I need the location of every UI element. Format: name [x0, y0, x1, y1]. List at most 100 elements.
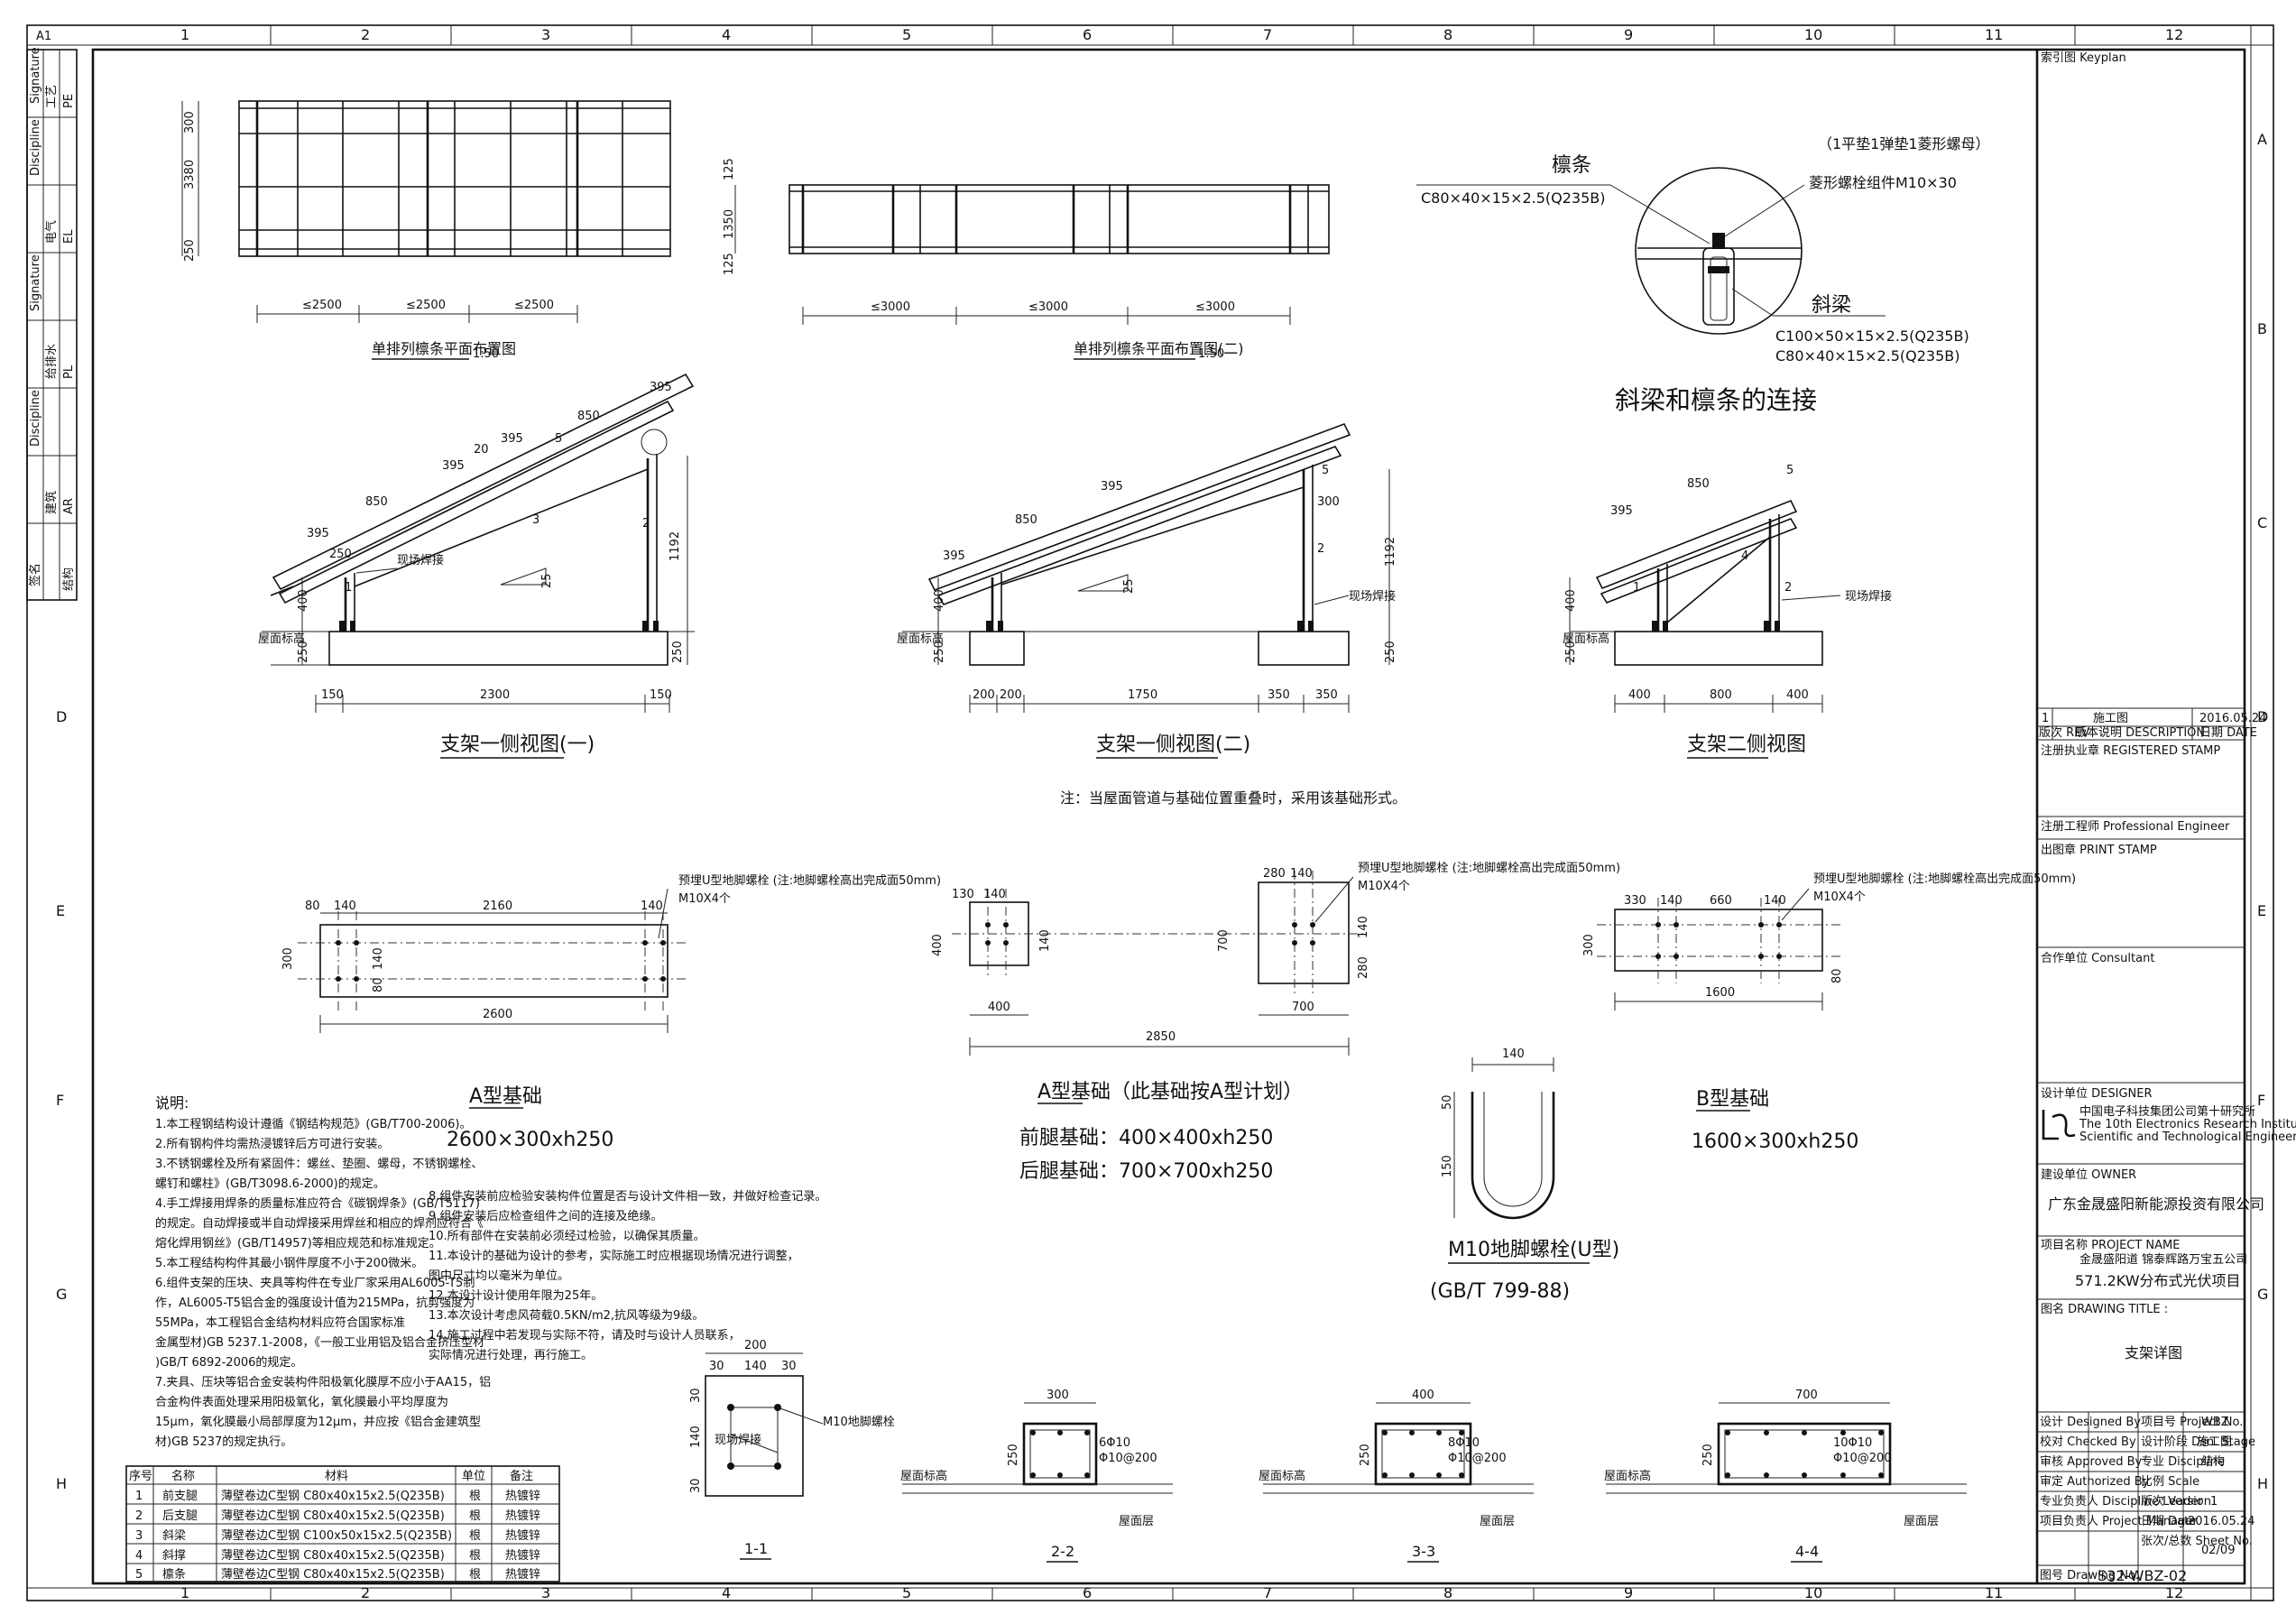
svg-text:25: 25 [540, 573, 554, 588]
svg-text:设计阶段 Dsn. Stage: 设计阶段 Dsn. Stage [2141, 1435, 2255, 1449]
outer-border [26, 24, 2274, 1601]
svg-text:5: 5 [1322, 464, 1329, 477]
svg-text:Φ10@200: Φ10@200 [1448, 1452, 1507, 1465]
svg-text:140: 140 [1764, 894, 1786, 908]
svg-text:395: 395 [501, 432, 523, 446]
svg-text:400: 400 [933, 589, 946, 612]
svg-text:D: D [2257, 708, 2268, 725]
svg-text:850: 850 [365, 495, 388, 509]
svg-text:C: C [2257, 514, 2267, 531]
svg-text:F: F [2257, 1092, 2265, 1109]
svg-text:1: 1 [2042, 712, 2049, 725]
svg-text:3.不锈钢螺栓及所有紧固件：螺丝、垫圈、螺母，不锈钢螺栓、: 3.不锈钢螺栓及所有紧固件：螺丝、垫圈、螺母，不锈钢螺栓、 [155, 1157, 483, 1171]
table-row: 3 斜梁 薄壁卷边C型钢 C100x50x15x2.5(Q235B) 根 热镀锌 [135, 1528, 540, 1543]
svg-text:前支腿: 前支腿 [162, 1489, 198, 1503]
title-row: 项目负责人 Project Manager 日期 Date 2016.05.24 [2040, 1515, 2255, 1528]
svg-text:80: 80 [305, 900, 320, 913]
svg-text:140: 140 [689, 1426, 703, 1448]
svg-text:25: 25 [1122, 578, 1136, 594]
svg-text:250: 250 [933, 641, 946, 663]
project-name: 571.2KW分布式光伏项目 [2075, 1272, 2241, 1289]
svg-text:结构: 结构 [62, 567, 76, 591]
svg-text:8: 8 [1443, 26, 1452, 43]
svg-text:4: 4 [722, 1584, 731, 1601]
svg-text:12.本设计设计使用年限为25年。: 12.本设计设计使用年限为25年。 [429, 1288, 603, 1303]
svg-text:1192: 1192 [1384, 537, 1397, 567]
svg-text:斜撑: 斜撑 [162, 1549, 186, 1563]
plan1-title: 单排列檩条平面布置图 [372, 340, 516, 357]
found-b-title: B型基础 [1696, 1088, 1769, 1111]
svg-text:The 10th Electronics Research: The 10th Electronics Research Institute [2079, 1118, 2296, 1131]
svg-text:单位: 单位 [462, 1470, 485, 1483]
svg-text:140: 140 [1290, 867, 1313, 881]
svg-text:400: 400 [1412, 1389, 1434, 1402]
svg-text:14.施工过程中若发现与实际不符，请及时与设计人员联系，: 14.施工过程中若发现与实际不符，请及时与设计人员联系， [429, 1328, 741, 1343]
svg-text:8: 8 [1443, 1584, 1452, 1601]
svg-text:B: B [2257, 320, 2267, 337]
svg-text:3: 3 [541, 1584, 550, 1601]
svg-text:7: 7 [1263, 1584, 1272, 1601]
plan-view-2: 125 1350 125 ≤3000 ≤3000 ≤3000 单排列檩条平面布置… [723, 158, 1330, 361]
svg-text:2160: 2160 [483, 900, 512, 913]
plan-view-1: 300 3380 250 ≤2500 ≤2500 ≤2500 单排列檩条平面布置… [181, 100, 671, 361]
svg-text:屋面标高: 屋面标高 [1259, 1469, 1305, 1483]
svg-text:330: 330 [1624, 894, 1646, 908]
svg-text:薄壁卷边C型钢 C80x40x15x2.5(Q235B): 薄壁卷边C型钢 C80x40x15x2.5(Q235B) [221, 1567, 445, 1582]
sheet-number: 02/09 [2201, 1544, 2235, 1557]
svg-text:1: 1 [180, 1584, 189, 1601]
foundation-b: 预埋U型地脚螺栓 (注:地脚螺栓高出完成面50mm) M10X4个 330 14… [1582, 872, 2076, 1153]
svg-text:250: 250 [1564, 641, 1578, 663]
svg-text:280: 280 [1357, 956, 1370, 979]
section-3-3: 400 250 8Φ10 Φ10@200 屋面标高 屋面层 3-3 [1259, 1389, 1534, 1563]
svg-text:图名 DRAWING TITLE :: 图名 DRAWING TITLE : [2041, 1302, 2168, 1316]
svg-text:合作单位 Consultant: 合作单位 Consultant [2041, 952, 2154, 965]
svg-text:6: 6 [1083, 26, 1092, 43]
svg-text:850: 850 [577, 410, 600, 423]
svg-text:设计单位 DESIGNER: 设计单位 DESIGNER [2041, 1087, 2153, 1101]
svg-text:F: F [56, 1092, 64, 1109]
svg-text:5: 5 [555, 432, 562, 446]
svg-text:11: 11 [1985, 26, 2003, 43]
svg-text:12: 12 [2165, 26, 2183, 43]
svg-text:1600: 1600 [1705, 986, 1735, 1000]
svg-text:前腿基础：400×400xh250: 前腿基础：400×400xh250 [1019, 1127, 1273, 1149]
svg-text:中国电子科技集团公司第十研究所: 中国电子科技集团公司第十研究所 [2079, 1104, 2255, 1119]
svg-text:专业负责人 Discipline Leader: 专业负责人 Discipline Leader [2040, 1495, 2203, 1509]
svg-text:施工图: 施工图 [2093, 712, 2128, 725]
svg-text:3: 3 [541, 26, 550, 43]
svg-text:5: 5 [902, 1584, 911, 1601]
svg-text:屋面层: 屋面层 [1904, 1515, 1939, 1528]
table-row: 2 后支腿 薄壁卷边C型钢 C80x40x15x2.5(Q235B) 根 热镀锌 [135, 1509, 540, 1523]
found-aa-title: A型基础（此基础按A型计划） [1037, 1081, 1303, 1103]
svg-text:的规定。自动焊接或半自动焊接采用焊丝和相应的焊剂应符合《: 的规定。自动焊接或半自动焊接采用焊丝和相应的焊剂应符合《 [155, 1216, 484, 1231]
svg-text:200: 200 [1000, 688, 1022, 702]
svg-text:400: 400 [1786, 688, 1809, 702]
svg-text:实际情况进行处理，再行施工。: 实际情况进行处理，再行施工。 [429, 1349, 593, 1362]
svg-text:作，AL6005-T5铝合金的强度设计值为215MPa，抗剪: 作，AL6005-T5铝合金的强度设计值为215MPa，抗剪强度为 [155, 1296, 475, 1310]
svg-text:预埋U型地脚螺栓 (注:地脚螺栓高出完成面50mm): 预埋U型地脚螺栓 (注:地脚螺栓高出完成面50mm) [1358, 861, 1620, 875]
detail-title: 斜梁和檩条的连接 [1615, 385, 1817, 415]
svg-text:屋面层: 屋面层 [1480, 1515, 1515, 1528]
svg-text:出图章 PRINT STAMP: 出图章 PRINT STAMP [2041, 843, 2157, 857]
svg-text:E: E [56, 902, 65, 919]
svg-text:395: 395 [1101, 480, 1123, 494]
svg-text:125: 125 [723, 158, 736, 180]
svg-text:400: 400 [988, 1001, 1010, 1014]
svg-text:250: 250 [183, 239, 197, 262]
svg-text:1600×300xh250: 1600×300xh250 [1692, 1130, 1858, 1153]
svg-text:EL: EL [62, 229, 76, 244]
svg-text:30: 30 [709, 1360, 724, 1373]
svg-text:1: 1 [1633, 581, 1640, 595]
svg-text:工艺: 工艺 [45, 85, 59, 108]
svg-text:金晟盛阳道 锦泰辉路万宝五公司: 金晟盛阳道 锦泰辉路万宝五公司 [2079, 1252, 2247, 1267]
svg-text:12: 12 [2165, 1584, 2183, 1601]
svg-text:2300: 2300 [480, 688, 510, 702]
svg-text:檩条: 檩条 [162, 1567, 186, 1582]
svg-text:130: 130 [952, 888, 974, 901]
svg-text:140: 140 [1038, 929, 1052, 952]
svg-text:≤2500: ≤2500 [406, 299, 446, 312]
svg-text:张次/总数 Sheet No.: 张次/总数 Sheet No. [2141, 1534, 2253, 1548]
column-ticks [270, 25, 2076, 1601]
foundation-a-split: 预埋U型地脚螺栓 (注:地脚螺栓高出完成面50mm) M10X4个 130 14… [931, 861, 1620, 1183]
